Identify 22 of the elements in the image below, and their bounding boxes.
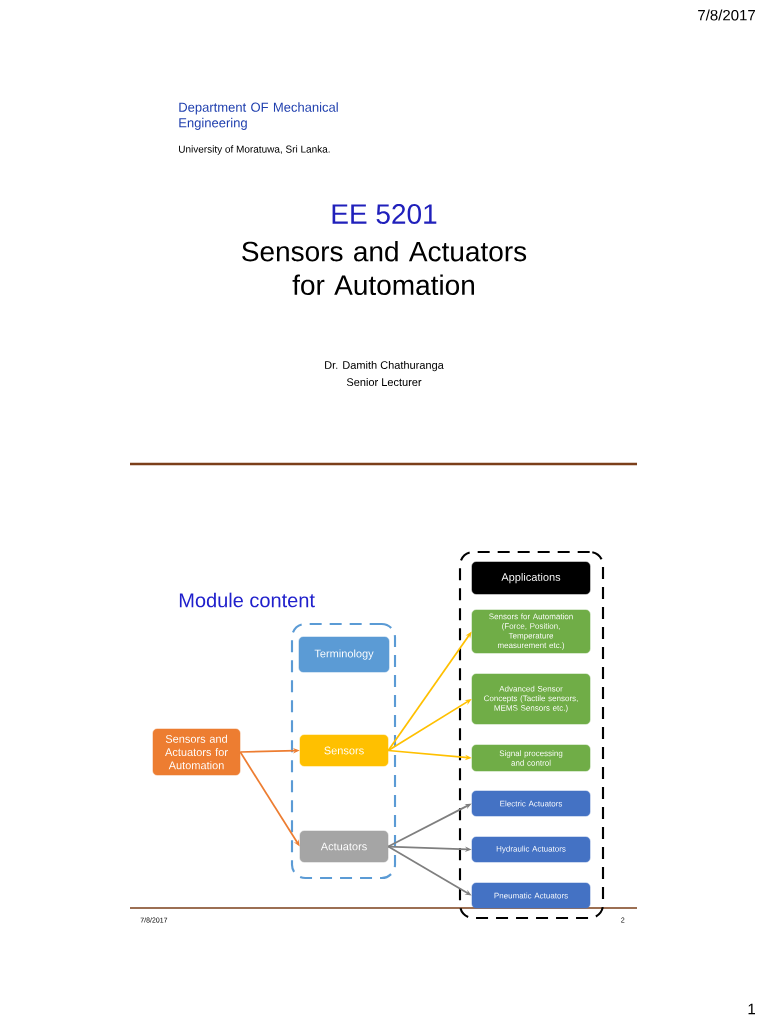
- course-code: EE 5201: [332, 204, 437, 224]
- slide-title: Sensors and Actuators for Automation: [242, 240, 527, 296]
- group-frame: [458, 550, 605, 920]
- process-box: Electric Actuators: [471, 790, 591, 817]
- author-role: Senior Lecturer: [346, 377, 422, 387]
- process-box: Sensors: [299, 734, 389, 767]
- slide-heading: Module content: [179, 592, 315, 608]
- page-number: 1: [748, 1003, 755, 1015]
- process-box: Sensors and Actuators for Automation: [152, 728, 241, 776]
- group-frame: [290, 622, 397, 880]
- date-text: 7/8/2017: [698, 9, 755, 21]
- university-name: University of Moratuwa, Sri Lanka.: [179, 145, 330, 155]
- process-box: Signal processing and control: [471, 744, 591, 772]
- process-box: Sensors for Automation (Force, Position, Temperature measurement etc.): [471, 609, 591, 654]
- department-name: Department OF Mechanical Engineering: [179, 102, 338, 130]
- process-box: Hydraulic Actuators: [471, 836, 591, 863]
- header-box: Applications: [471, 561, 591, 595]
- author-name: Dr. Damith Chathuranga: [325, 360, 444, 372]
- process-box: Actuators: [299, 830, 389, 863]
- process-box: Pneumatic Actuators: [471, 882, 591, 909]
- process-box: Advanced Sensor Concepts (Tactile sensors, MEMS Sensors etc.): [471, 673, 591, 725]
- process-box: Terminology: [298, 636, 390, 673]
